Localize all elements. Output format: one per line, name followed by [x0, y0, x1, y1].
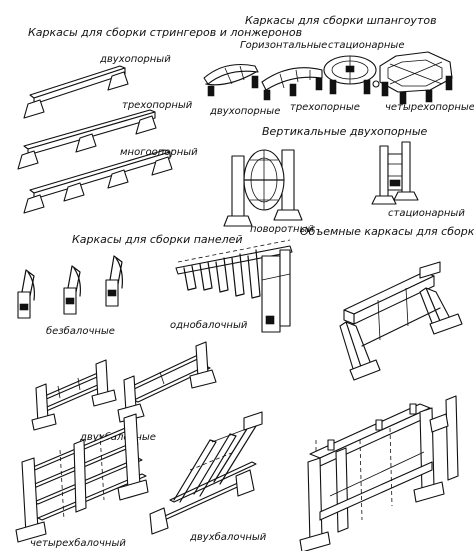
panel-jig-four-beam [15, 413, 149, 543]
stringer-variant-two: двухопорный [99, 54, 171, 65]
panel-variant-beamless: безбалочные [46, 325, 115, 337]
stringer-jig-two-support [23, 65, 129, 119]
panel-variant-double-beam-2: двухбалочный [189, 531, 267, 543]
panel-jig-double-beam-a [31, 359, 117, 431]
frame-jig-vertical-stationary [371, 141, 419, 205]
frame-jig-stationary-ring [323, 55, 380, 95]
frame-jig-horizontal-two [203, 63, 259, 97]
frame-vertical-rotating-label: поворотный [250, 224, 314, 235]
stringer-variant-multi: многоопорный [120, 147, 198, 158]
panel-jig-single-beam [175, 239, 293, 333]
panel-variant-four-beam: четырехбалочный [30, 537, 126, 549]
frame-vertical-stationary-label: стационарный [388, 208, 465, 219]
stringer-jig-three-support [17, 109, 157, 170]
panel-variant-single-beam: однобалочный [170, 319, 248, 331]
frames-horizontal-label: Горизонтальные [240, 40, 327, 51]
frames-stationary-label: стационарные [328, 40, 404, 51]
frames-vertical-title: Вертикальные двухопорные [262, 125, 428, 138]
panel-jig-double-beam-b [117, 341, 217, 423]
frame-variant-three: трехопорные [290, 102, 360, 113]
frame-jig-horizontal-four [379, 51, 453, 105]
frame-jig-horizontal-three [261, 67, 323, 101]
panel-jig-double-beam-inclined [149, 411, 263, 535]
frame-jig-vertical-rotating [223, 149, 303, 227]
volumetric-jig-a [339, 261, 463, 381]
panels-title: Каркасы для сборки панелей [72, 233, 243, 246]
stringers-title-line1: Каркасы для сборки стрингеров и лонжерон… [28, 26, 302, 39]
panel-jig-beamless [17, 255, 123, 319]
frame-variant-four: четырехопорные [385, 102, 474, 113]
frames-title: Каркасы для сборки шпангоутов [245, 14, 437, 27]
stringer-variant-three: трехопорный [122, 100, 193, 111]
volumetric-jig-b [299, 395, 459, 551]
frame-variant-two: двухопорные [209, 106, 280, 117]
volumetric-title: Объемные каркасы для сборки отсеков и аг… [300, 225, 474, 238]
stringer-jig-multi-support [23, 149, 173, 214]
